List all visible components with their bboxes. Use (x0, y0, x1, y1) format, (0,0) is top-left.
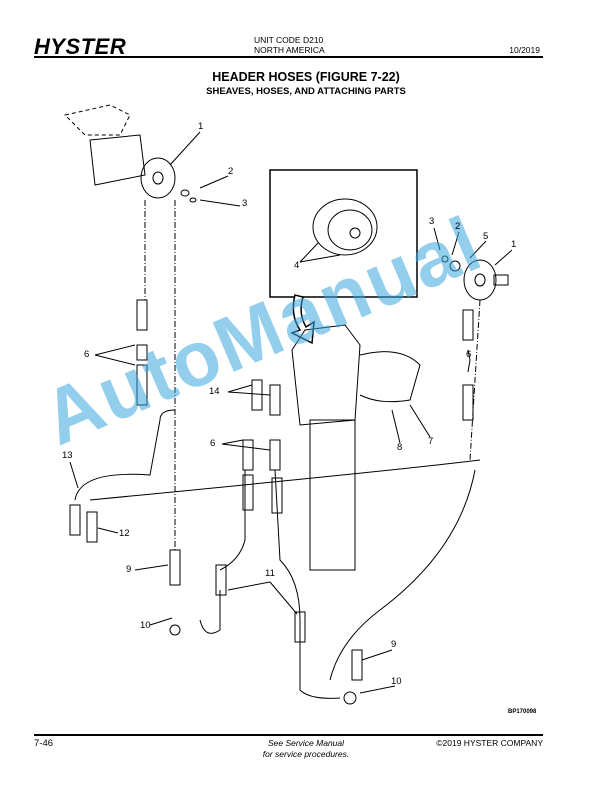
callout-5: 5 (483, 231, 489, 242)
footer-rule (34, 734, 543, 736)
sheave-detail (312, 198, 378, 256)
callout-9: 9 (391, 639, 397, 650)
callout-10: 10 (391, 676, 402, 687)
callout-12: 12 (119, 528, 130, 539)
page-number: 7-46 (34, 738, 54, 749)
parts-diagram (64, 104, 513, 705)
unit-info: UNIT CODE D210 NORTH AMERICA (254, 35, 325, 55)
cylinder (309, 419, 356, 571)
callout-6: 6 (84, 349, 90, 360)
callout-13: 13 (62, 450, 73, 461)
callout-2: 2 (455, 221, 461, 232)
callout-11: 11 (265, 568, 275, 579)
callout-7: 7 (428, 436, 434, 447)
callout-3: 3 (242, 198, 248, 209)
header-rule (34, 56, 543, 58)
region: NORTH AMERICA (254, 45, 325, 55)
note-line-1: See Service Manual (267, 738, 345, 748)
callout-1: 1 (198, 121, 204, 132)
page-subtitle: SHEAVES, HOSES, AND ATTACHING PARTS (206, 86, 406, 97)
inset-arrow (290, 294, 315, 345)
callout-8: 8 (397, 442, 403, 453)
footer-note: See Service Manual for service procedure… (0, 738, 612, 760)
date: 10/2019 (509, 45, 540, 55)
unit-code: UNIT CODE D210 (254, 35, 324, 45)
note-line-2: for service procedures. (262, 749, 350, 759)
callout-1: 1 (511, 239, 517, 250)
callout-10: 10 (140, 620, 151, 631)
clamp (359, 351, 421, 403)
washer (180, 189, 190, 197)
copyright: ©2019 HYSTER COMPANY (436, 738, 543, 748)
sheave-left (140, 157, 176, 199)
callout-9: 9 (126, 564, 132, 575)
callout-2: 2 (228, 166, 234, 177)
callout-3: 3 (429, 216, 435, 227)
figure-id: BP170098 (508, 709, 537, 715)
hyster-logo: HYSTER (34, 34, 127, 59)
callout-6: 6 (210, 438, 216, 449)
callout-14: 14 (209, 386, 220, 397)
callout-6: 6 (466, 349, 472, 360)
page-title: HEADER HOSES (FIGURE 7-22) (212, 70, 400, 84)
mount-bracket (89, 134, 146, 186)
bracket-outline (64, 104, 131, 136)
detail-inset (269, 169, 418, 298)
callout-4: 4 (294, 260, 300, 271)
